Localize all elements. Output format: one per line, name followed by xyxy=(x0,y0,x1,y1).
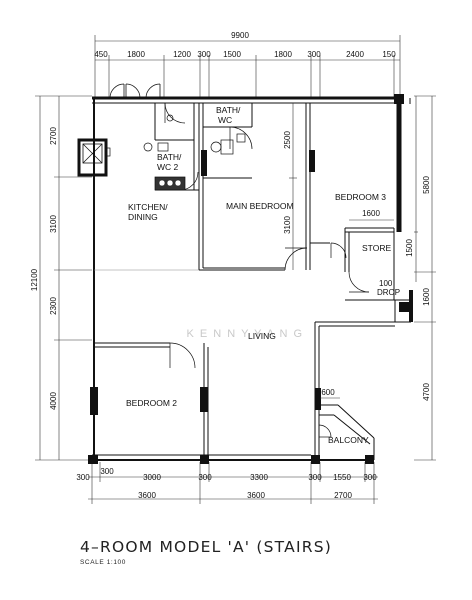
right-dim-3: 1600 xyxy=(422,288,431,306)
label-balcony: BALCONY xyxy=(328,435,369,445)
top-dim-9: 150 xyxy=(382,50,396,59)
left-dimensions xyxy=(35,95,92,461)
bottom-dimensions xyxy=(88,462,378,504)
top-dim-4: 300 xyxy=(197,50,211,59)
bottom-dim-3: 3000 xyxy=(143,473,161,482)
plan-title: 4–ROOM MODEL 'A' (STAIRS) xyxy=(80,538,332,556)
label-kitchen-dining: KITCHEN/ DINING xyxy=(128,202,170,222)
bottom-dim-8: 300 xyxy=(363,473,377,482)
kitchen-stove xyxy=(154,176,186,191)
left-dim-2: 3100 xyxy=(49,215,58,233)
label-drop: 100 DROP xyxy=(377,279,400,297)
door-swings xyxy=(164,102,370,438)
top-dim-1: 450 xyxy=(94,50,108,59)
bottom-dim-10: 3600 xyxy=(247,491,265,500)
top-dim-6: 1800 xyxy=(274,50,292,59)
bottom-dim-7: 1550 xyxy=(333,473,351,482)
lift-shaft xyxy=(77,138,111,177)
right-dim-1: 5800 xyxy=(422,176,431,194)
label-bath-wc2: BATH/ WC 2 xyxy=(157,152,184,172)
label-bath-wc-line1: BATH/ xyxy=(216,105,241,115)
bath-fixtures xyxy=(143,114,246,155)
label-bedroom-2: BEDROOM 2 xyxy=(126,398,177,408)
top-dim-3: 1200 xyxy=(173,50,191,59)
bottom-dim-1: 300 xyxy=(76,473,90,482)
top-dim-2: 1800 xyxy=(127,50,145,59)
top-dimensions xyxy=(94,35,401,98)
right-dim-4: 4700 xyxy=(422,383,431,401)
left-total-dim: 12100 xyxy=(30,268,39,291)
top-dim-8: 2400 xyxy=(346,50,364,59)
bottom-dim-2: 300 xyxy=(100,467,114,476)
label-bath-wc2-line1: BATH/ xyxy=(157,152,182,162)
inner-dim-600: 600 xyxy=(321,388,335,397)
plan-scale: SCALE 1:100 xyxy=(80,559,126,566)
label-drop-line2: DROP xyxy=(377,288,400,297)
label-bedroom-3: BEDROOM 3 xyxy=(335,192,386,202)
label-bath-wc: BATH/ WC xyxy=(216,105,243,125)
left-dim-3: 2300 xyxy=(49,297,58,315)
label-store: STORE xyxy=(362,243,391,253)
top-dim-5: 1500 xyxy=(223,50,241,59)
top-total-dim: 9900 xyxy=(231,31,249,40)
bottom-dim-4: 300 xyxy=(198,473,212,482)
label-drop-line1: 100 xyxy=(379,279,393,288)
top-dim-7: 300 xyxy=(307,50,321,59)
left-dim-4: 4000 xyxy=(49,392,58,410)
label-main-bedroom: MAIN BEDROOM xyxy=(226,201,294,211)
bottom-dim-5: 3300 xyxy=(250,473,268,482)
right-dimensions xyxy=(414,95,436,461)
corner-column xyxy=(394,94,404,104)
entrance-doors xyxy=(109,83,161,99)
inner-dim-1600: 1600 xyxy=(362,209,380,218)
watermark: K E N N Y Y A N G xyxy=(186,328,303,340)
bottom-dim-9: 3600 xyxy=(138,491,156,500)
inner-dim-3100: 3100 xyxy=(283,216,292,234)
label-kitchen-line1: KITCHEN/ xyxy=(128,202,168,212)
inner-dimensions xyxy=(289,103,394,399)
label-kitchen-line2: DINING xyxy=(128,212,158,222)
label-living: LIVING xyxy=(248,331,276,341)
bottom-dim-11: 2700 xyxy=(334,491,352,500)
right-dim-2: 1500 xyxy=(405,239,414,257)
label-bath-wc2-line2: WC 2 xyxy=(157,162,179,172)
label-bath-wc-line2: WC xyxy=(218,115,232,125)
bottom-dim-6: 300 xyxy=(308,473,322,482)
columns xyxy=(88,150,411,464)
inner-dim-2500: 2500 xyxy=(283,131,292,149)
left-dim-1: 2700 xyxy=(49,127,58,145)
